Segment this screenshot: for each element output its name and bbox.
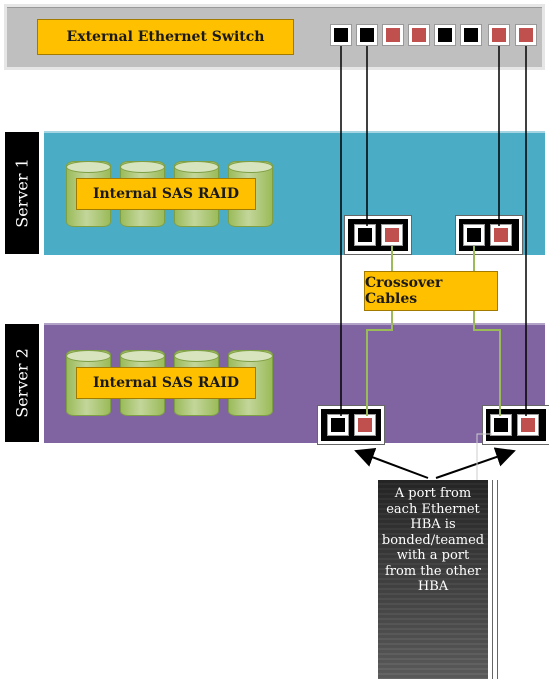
hba-port-red bbox=[381, 224, 403, 246]
hba-port-black bbox=[463, 224, 485, 246]
switch-port-5 bbox=[434, 24, 456, 46]
switch-port-4 bbox=[408, 24, 430, 46]
hba-port-black bbox=[354, 224, 376, 246]
hba-port-black bbox=[327, 414, 349, 436]
switch-port-7 bbox=[488, 24, 510, 46]
callout-box bbox=[378, 480, 488, 679]
switch-port-1 bbox=[330, 24, 352, 46]
switch-label: External Ethernet Switch bbox=[37, 19, 294, 55]
arrow bbox=[354, 447, 429, 479]
callout-shading bbox=[378, 480, 488, 679]
switch-port-2 bbox=[356, 24, 378, 46]
server-2-raid-label: Internal SAS RAID bbox=[76, 367, 256, 399]
switch-port-6 bbox=[460, 24, 482, 46]
server-1-raid-label: Internal SAS RAID bbox=[76, 178, 256, 210]
switch-port-3 bbox=[382, 24, 404, 46]
crossover-cable bbox=[473, 311, 501, 416]
callout-connector bbox=[476, 433, 492, 480]
hba-port-red bbox=[490, 224, 512, 246]
crossover-cables-label: Crossover Cables bbox=[364, 271, 498, 311]
crossover-cable bbox=[366, 311, 393, 416]
hba-port-red bbox=[354, 414, 376, 436]
callout-edge bbox=[492, 480, 498, 679]
callout-text: A port from each Ethernet HBA is bonded/… bbox=[381, 486, 485, 594]
hba-port-black bbox=[490, 414, 512, 436]
server-1-tab: Server 1 bbox=[4, 131, 40, 255]
server-2-tab: Server 2 bbox=[4, 323, 40, 443]
hba-port-red bbox=[517, 414, 539, 436]
arrow bbox=[435, 447, 516, 479]
switch-port-8 bbox=[515, 24, 537, 46]
